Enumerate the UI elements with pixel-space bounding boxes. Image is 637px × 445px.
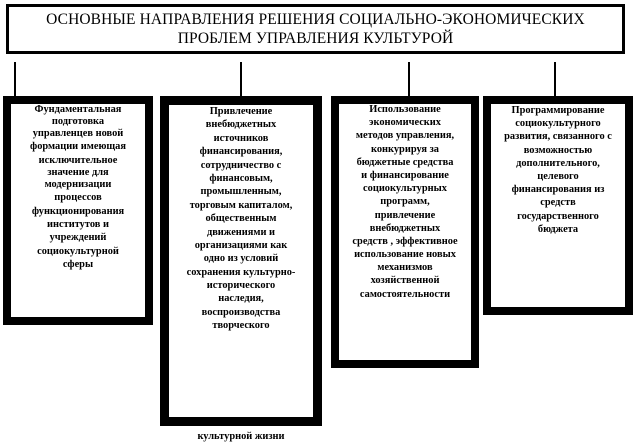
- text-line: сотрудничество с: [200, 159, 282, 171]
- overflow-text: культурной жизни: [197, 431, 285, 442]
- text-line: институтов и: [47, 218, 109, 230]
- text-line: источников: [213, 132, 269, 144]
- text-line: хозяйственной: [370, 275, 440, 287]
- text-line: дополнительного,: [516, 157, 600, 169]
- connector-line-4: [554, 62, 556, 96]
- direction-box-3: [331, 96, 479, 368]
- text-line: движениями и: [206, 226, 276, 238]
- text-line: механизмов: [377, 262, 433, 274]
- text-line: одно из условий: [203, 253, 279, 265]
- text-line: функционирования: [31, 205, 125, 217]
- text-line: и финансирование: [361, 169, 449, 181]
- text-line: финансирования из: [511, 184, 605, 196]
- connector-line-1: [14, 62, 16, 96]
- connector-line-2: [240, 62, 242, 96]
- text-line: внебюджетных: [369, 222, 441, 234]
- text-line: процессов: [54, 192, 102, 204]
- text-line: Программирование: [511, 105, 605, 116]
- text-line: бюджетные средства: [356, 156, 454, 168]
- text-line: управленцев новой: [32, 128, 124, 139]
- direction-text-3: Использование экономических методов упра…: [339, 104, 471, 302]
- text-line: социокультурной: [37, 245, 119, 257]
- direction-box-4: [483, 96, 633, 315]
- text-line: возможностью: [523, 144, 593, 156]
- text-line: средств: [540, 197, 576, 209]
- text-line: бюджета: [537, 223, 579, 235]
- direction-text-1: Фундаментальная подготовка управленцев н…: [10, 104, 146, 273]
- text-line: исключительное: [38, 154, 118, 166]
- text-line: привлечение: [374, 209, 436, 221]
- direction-text-2: Привлечение внебюджетных источников фина…: [169, 106, 313, 334]
- text-line: общественным: [205, 213, 277, 225]
- text-line: использование новых: [354, 249, 456, 261]
- text-line: социокультурного: [515, 118, 601, 130]
- text-line: подготовка: [51, 116, 105, 127]
- text-line: творческого: [212, 320, 270, 332]
- text-line: промышленным,: [200, 186, 282, 198]
- direction-box-2: [160, 96, 322, 426]
- text-line: конкурируя за: [370, 143, 439, 155]
- text-line: методов управления,: [355, 130, 455, 142]
- text-line: внебюджетных: [205, 119, 277, 131]
- text-line: модернизации: [44, 178, 112, 190]
- text-line: исторического: [206, 280, 276, 292]
- direction-text-4: Программирование социокультурного развит…: [491, 105, 625, 237]
- text-line: социокультурных: [363, 183, 447, 195]
- text-line: значение для: [47, 166, 109, 178]
- title-line-1: ОСНОВНЫЕ НАПРАВЛЕНИЯ РЕШЕНИЯ СОЦИАЛЬНО-Э…: [46, 11, 585, 28]
- text-line: финансирования,: [199, 146, 283, 158]
- text-line: Привлечение: [209, 106, 273, 117]
- text-line: сохранения культурно-: [186, 266, 296, 278]
- text-line: Использование: [369, 104, 441, 115]
- text-line: Фундаментальная: [34, 104, 122, 115]
- text-line: воспроизводства: [201, 306, 281, 318]
- text-line: торговым капиталом,: [189, 199, 293, 211]
- text-line: экономических: [369, 117, 441, 129]
- text-line: формации имеющая: [30, 141, 126, 153]
- direction-box-1: [3, 96, 153, 325]
- text-line: государственного: [517, 210, 599, 222]
- text-line: развития, связанного с: [504, 131, 612, 143]
- text-line: организациями как: [194, 239, 288, 251]
- text-line: программ,: [380, 196, 430, 208]
- text-line: средств , эффективное: [352, 235, 458, 247]
- title-line-2: ПРОБЛЕМ УПРАВЛЕНИЯ КУЛЬТУРОЙ: [177, 30, 454, 47]
- text-line: самостоятельности: [359, 288, 451, 300]
- text-line: сферы: [62, 259, 94, 271]
- text-line: наследия,: [218, 293, 264, 305]
- text-line: финансовым,: [209, 172, 273, 184]
- title-box: ОСНОВНЫЕ НАПРАВЛЕНИЯ РЕШЕНИЯ СОЦИАЛЬНО-Э…: [6, 4, 625, 54]
- text-line: целевого: [537, 170, 579, 182]
- connector-line-3: [408, 62, 410, 96]
- text-line: учреждений: [49, 232, 107, 244]
